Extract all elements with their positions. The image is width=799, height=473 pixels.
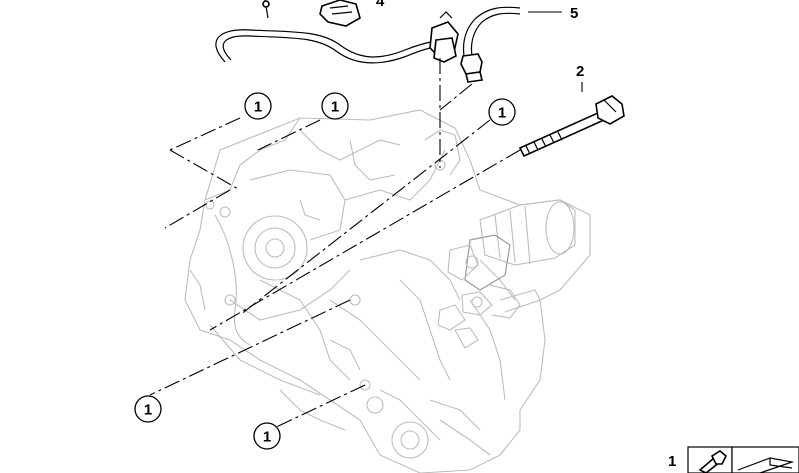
legend-bolt-icon	[698, 450, 727, 473]
alignment-lines	[149, 58, 521, 431]
legend-shim-icon	[737, 457, 795, 473]
callout-1-a[interactable]: 1	[244, 92, 272, 120]
callout-label: 1	[144, 402, 152, 419]
legend-box: 1	[668, 446, 799, 473]
bolt-part-2	[518, 95, 625, 158]
callout-1-b[interactable]: 1	[321, 92, 349, 120]
callout-label: 1	[254, 99, 262, 116]
legend-label: 1	[668, 453, 676, 470]
callout-1-d[interactable]: 1	[134, 395, 162, 423]
transfer-case-housing	[184, 109, 591, 473]
breather-hose-right	[460, 6, 521, 83]
label-part-5[interactable]: 5	[570, 5, 578, 22]
callout-label: 1	[498, 105, 506, 122]
callout-label: 1	[263, 429, 271, 446]
callout-1-e[interactable]: 1	[253, 422, 281, 450]
hose-connector-left	[429, 11, 459, 63]
callout-1-c[interactable]: 1	[488, 98, 516, 126]
hose-clamp-top	[319, 0, 361, 27]
label-part-4[interactable]: 4	[376, 0, 385, 10]
callout-label: 1	[331, 99, 339, 116]
breather-hose-left	[215, 0, 442, 64]
actuator-motor	[437, 199, 576, 349]
leader-lines	[528, 11, 583, 92]
label-part-2[interactable]: 2	[576, 63, 584, 80]
